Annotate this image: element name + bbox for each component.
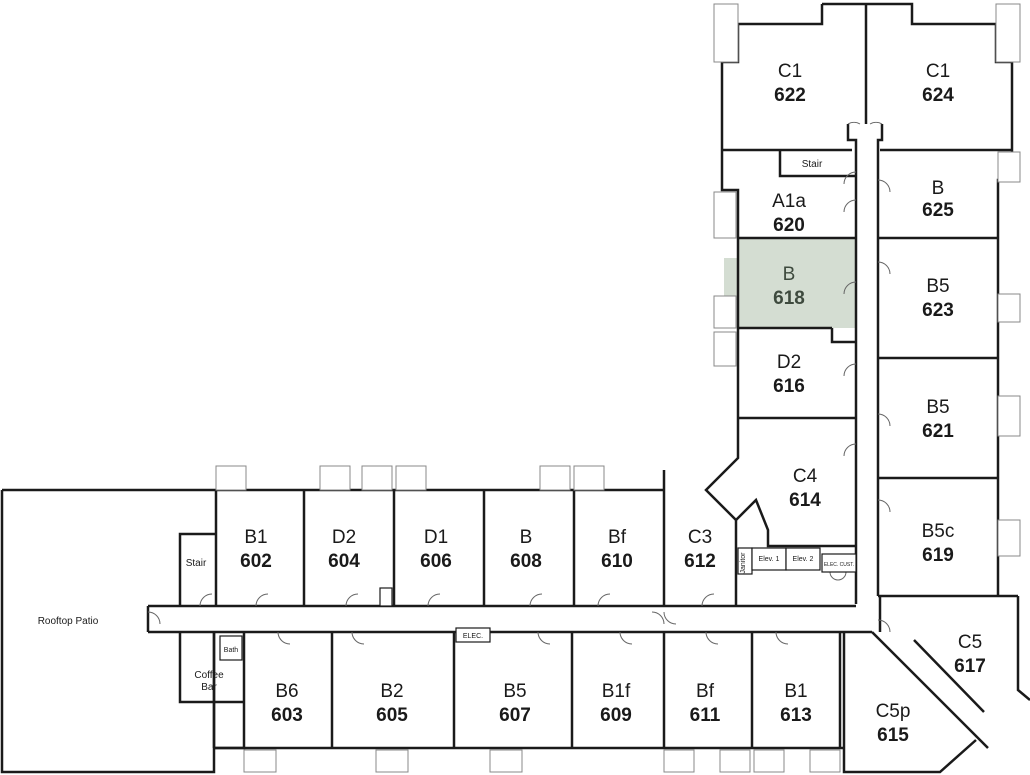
unit-621-number: 621 — [922, 421, 954, 442]
unit-603-number: 603 — [271, 705, 303, 726]
unit-616-type: D2 — [777, 352, 801, 373]
unit-624-number: 624 — [922, 85, 954, 106]
unit-624-type: C1 — [926, 61, 950, 82]
stair-west-label: Stair — [186, 558, 207, 569]
unit-610-type: Bf — [608, 527, 627, 548]
unit-607-number: 607 — [499, 705, 531, 726]
unit-607-type: B5 — [503, 681, 526, 702]
unit-608-area[interactable] — [484, 490, 574, 606]
unit-615-type: C5p — [876, 701, 911, 722]
unit-605-type: B2 — [380, 681, 403, 702]
stair-north-label: Stair — [802, 159, 823, 170]
unit-614-number: 614 — [789, 490, 821, 511]
unit-622-number: 622 — [774, 85, 806, 106]
elevator-2 — [785, 547, 821, 571]
unit-605-number: 605 — [376, 705, 408, 726]
unit-611-number: 611 — [690, 705, 721, 726]
unit-612-number: 612 — [684, 551, 716, 572]
rooftop-patio-label: Rooftop Patio — [38, 616, 99, 627]
unit-613-type: B1 — [784, 681, 807, 702]
unit-611-type: Bf — [696, 681, 715, 702]
janitor-label: Janitor — [740, 552, 747, 574]
unit-602-type: B1 — [244, 527, 267, 548]
unit-622-type: C1 — [778, 61, 802, 82]
unit-603-type: B6 — [275, 681, 298, 702]
unit-608-type: B — [520, 527, 533, 548]
unit-617-number: 617 — [954, 656, 986, 677]
unit-610-number: 610 — [601, 551, 633, 572]
bath-label: Bath — [224, 647, 239, 654]
amenity-labels: Rooftop Patio Stair Stair Coffee Bar Bat… — [38, 159, 854, 693]
unit-620-number: 620 — [773, 215, 805, 236]
unit-609-number: 609 — [600, 705, 632, 726]
unit-618-type: B — [783, 264, 796, 285]
unit-612-area[interactable] — [664, 490, 736, 606]
unit-621-type: B5 — [926, 397, 949, 418]
unit-604-number: 604 — [328, 551, 360, 572]
unit-616-number: 616 — [773, 376, 805, 397]
unit-623-type: B5 — [926, 276, 949, 297]
unit-602-number: 602 — [240, 551, 272, 572]
unit-615-number: 615 — [877, 725, 909, 746]
elev-1-label: Elev. 1 — [759, 556, 780, 563]
unit-labels: C1 622 C1 624 A1a 620 B 625 B 618 B5 623… — [240, 61, 986, 746]
unit-606-area[interactable] — [394, 490, 484, 606]
unit-625-number: 625 — [922, 200, 954, 221]
unit-602-area[interactable] — [216, 490, 304, 606]
unit-606-number: 606 — [420, 551, 452, 572]
unit-612-type: C3 — [688, 527, 712, 548]
unit-608-number: 608 — [510, 551, 542, 572]
unit-areas — [216, 238, 998, 606]
coffee-bar-label-1: Coffee — [194, 670, 224, 681]
unit-619-type: B5c — [922, 521, 955, 542]
elec-cust-label: ELEC. CUST. — [824, 562, 854, 568]
unit-625-type: B — [932, 178, 945, 199]
elev-2-label: Elev. 2 — [793, 556, 814, 563]
unit-604-type: D2 — [332, 527, 356, 548]
windows — [215, 3, 1021, 773]
coffee-bar-label-2: Bar — [201, 682, 217, 693]
elec-room — [455, 627, 491, 643]
unit-610-area[interactable] — [574, 490, 664, 606]
unit-619-number: 619 — [922, 545, 954, 566]
unit-609-type: B1f — [602, 681, 631, 702]
unit-618-number: 618 — [773, 288, 805, 309]
unit-621-area[interactable] — [880, 358, 998, 478]
service-rooms — [455, 547, 857, 643]
unit-606-type: D1 — [424, 527, 448, 548]
unit-613-number: 613 — [780, 705, 812, 726]
unit-623-number: 623 — [922, 300, 954, 321]
elec-cust-room — [821, 553, 857, 573]
unit-620-type: A1a — [772, 191, 806, 212]
unit-614-type: C4 — [793, 466, 818, 487]
unit-618-area[interactable] — [724, 238, 856, 328]
elec-label: ELEC. — [463, 633, 483, 640]
unit-617-type: C5 — [958, 632, 982, 653]
unit-623-area[interactable] — [880, 238, 998, 358]
